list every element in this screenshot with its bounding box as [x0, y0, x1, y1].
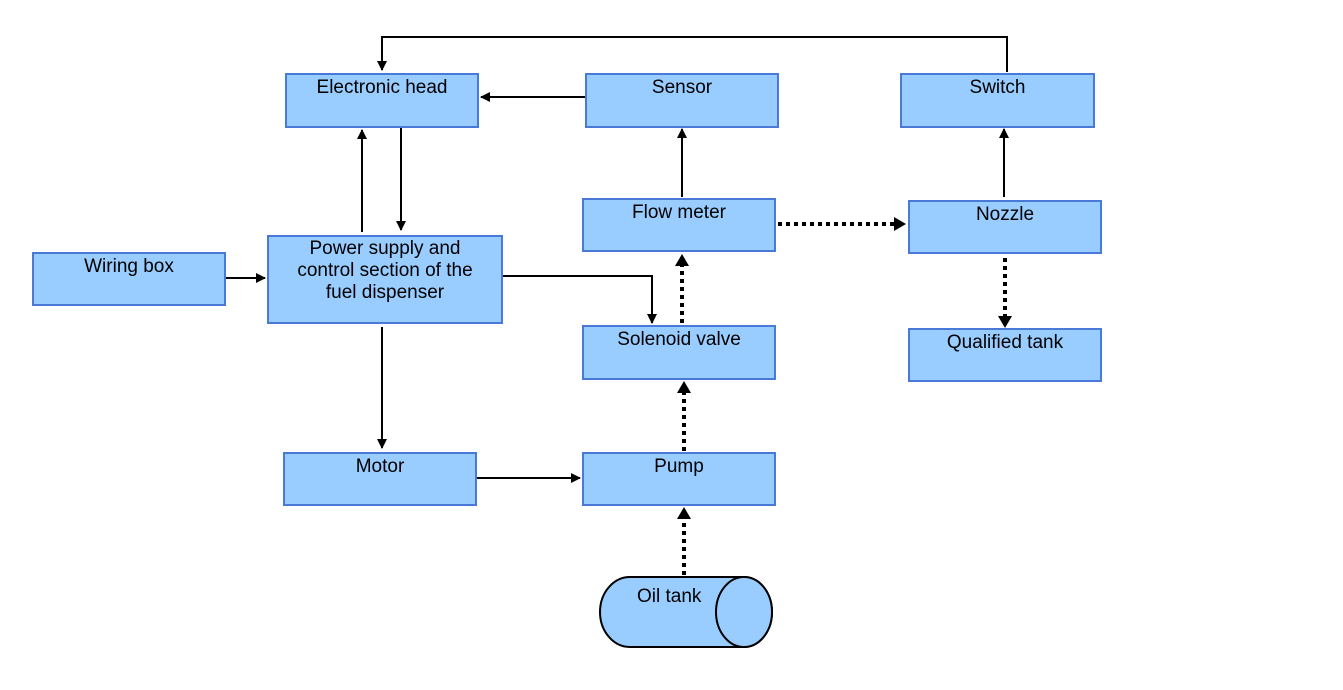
flow-oil-tank-to-pump-head: [677, 507, 691, 519]
flow-pump-to-solenoid-valve-head: [677, 381, 691, 393]
switch-label: Switch: [969, 77, 1026, 98]
oil-tank-shape: [599, 576, 773, 648]
flow-meter-box: Flow meter: [582, 198, 776, 252]
pump-box: Pump: [582, 452, 776, 506]
power-supply-control-box: Power supply and control section of the …: [267, 235, 503, 324]
qualified-tank-label: Qualified tank: [946, 332, 1064, 353]
flow-meter-label: Flow meter: [632, 202, 726, 223]
pump-label: Pump: [654, 456, 704, 477]
wiring-box-label: Wiring box: [84, 256, 174, 277]
power-supply-label-line2: control section of the: [297, 260, 473, 281]
solenoid-valve-box: Solenoid valve: [582, 325, 776, 380]
sensor-label: Sensor: [651, 77, 713, 98]
sensor-box: Sensor: [585, 73, 779, 128]
motor-label: Motor: [355, 456, 405, 477]
power-supply-label-line1: Power supply and: [309, 238, 461, 259]
oil-tank-label: Oil tank: [637, 586, 702, 607]
motor-box: Motor: [283, 452, 477, 506]
flow-flow-meter-to-nozzle-head: [894, 217, 906, 231]
switch-box: Switch: [900, 73, 1095, 128]
flow-solenoid-valve-to-flow-meter-head: [675, 254, 689, 266]
nozzle-box: Nozzle: [908, 200, 1102, 254]
nozzle-label: Nozzle: [975, 204, 1035, 225]
connector-power-to-solenoid-valve: [503, 275, 657, 324]
solenoid-valve-label: Solenoid valve: [617, 329, 741, 350]
wiring-box: Wiring box: [32, 252, 226, 306]
power-supply-label-line3: fuel dispenser: [325, 282, 445, 303]
electronic-head-label: Electronic head: [316, 77, 448, 98]
qualified-tank-box: Qualified tank: [908, 328, 1102, 382]
electronic-head-box: Electronic head: [285, 73, 479, 128]
flow-nozzle-to-qualified-tank-head: [998, 316, 1012, 328]
connector-switch-to-electronic-head: [377, 36, 1008, 72]
